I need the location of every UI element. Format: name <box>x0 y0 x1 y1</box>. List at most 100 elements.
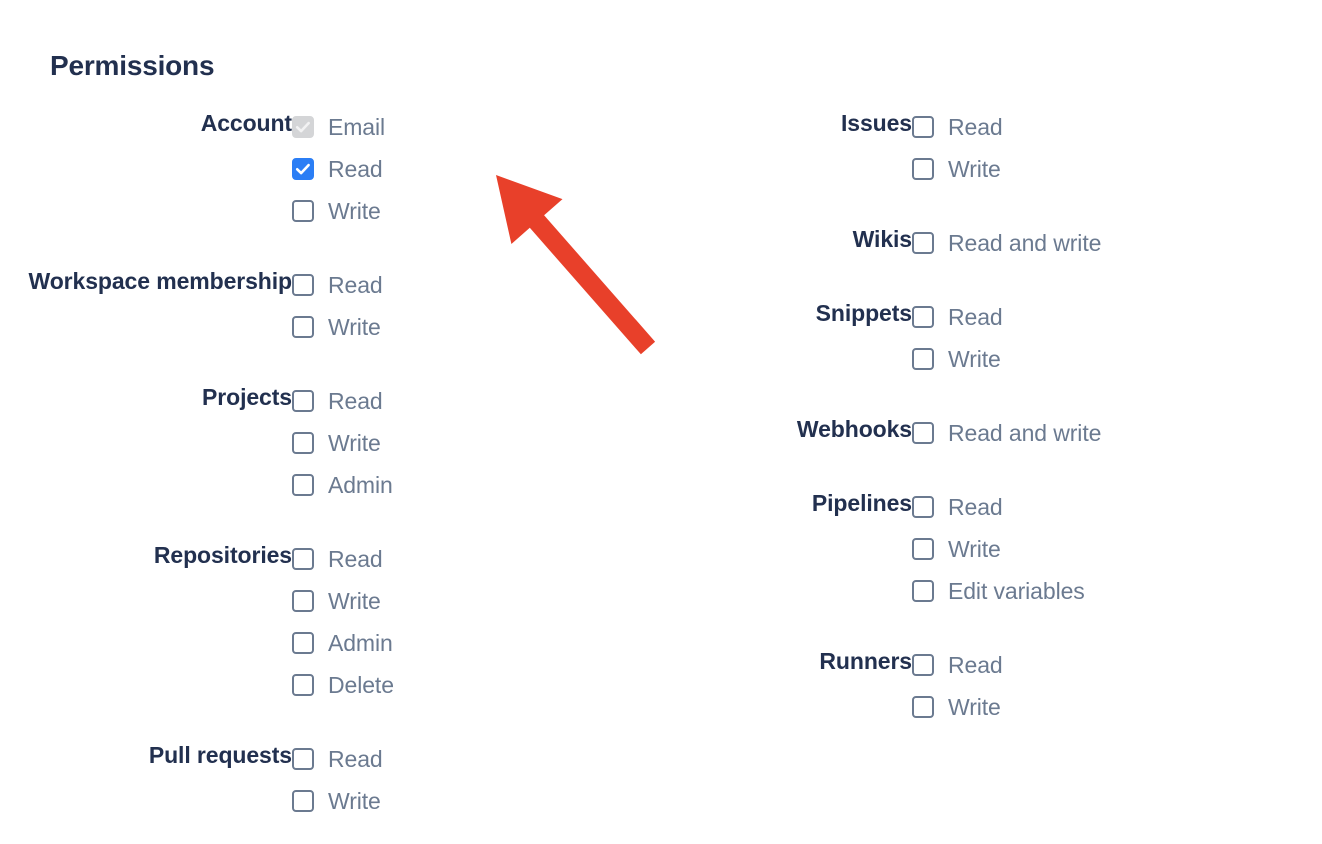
option-label-delete: Delete <box>328 671 394 698</box>
group-label-repositories: Repositories <box>153 542 292 568</box>
permission-option-pull-requests-read[interactable]: Read <box>292 738 383 780</box>
option-label-read: Read <box>328 271 383 298</box>
option-label-admin: Admin <box>328 629 393 656</box>
permission-option-issues-write[interactable]: Write <box>912 148 1003 190</box>
checkbox-wikis-read-and-write[interactable] <box>912 232 934 254</box>
permission-option-account-email[interactable]: Email <box>292 106 385 148</box>
option-list-webhooks: Read and write <box>912 412 1101 454</box>
page-title: Permissions <box>50 50 215 81</box>
option-label-write: Write <box>328 197 381 224</box>
permission-option-projects-admin[interactable]: Admin <box>292 464 393 506</box>
checkbox-pull-requests-read[interactable] <box>292 748 314 770</box>
permission-option-account-write[interactable]: Write <box>292 190 385 232</box>
checkbox-runners-write[interactable] <box>912 696 934 718</box>
checkbox-repositories-write[interactable] <box>292 590 314 612</box>
checkbox-workspace-membership-read[interactable] <box>292 274 314 296</box>
permission-option-account-read[interactable]: Read <box>292 148 385 190</box>
checkbox-account-write[interactable] <box>292 200 314 222</box>
checkbox-projects-read[interactable] <box>292 390 314 412</box>
permission-option-projects-read[interactable]: Read <box>292 380 393 422</box>
permission-option-runners-write[interactable]: Write <box>912 686 1003 728</box>
permission-option-pull-requests-write[interactable]: Write <box>292 780 383 822</box>
permission-option-snippets-write[interactable]: Write <box>912 338 1003 380</box>
group-label-pipelines: Pipelines <box>811 490 912 516</box>
option-label-read: Read <box>948 651 1003 678</box>
permission-option-repositories-write[interactable]: Write <box>292 580 394 622</box>
option-label-read: Read <box>328 387 383 414</box>
checkbox-runners-read[interactable] <box>912 654 934 676</box>
option-list-wikis: Read and write <box>912 222 1101 264</box>
option-label-write: Write <box>948 693 1001 720</box>
checkbox-pipelines-read[interactable] <box>912 496 934 518</box>
permission-option-repositories-read[interactable]: Read <box>292 538 394 580</box>
checkbox-pull-requests-write[interactable] <box>292 790 314 812</box>
permission-option-webhooks-read-and-write[interactable]: Read and write <box>912 412 1101 454</box>
permission-option-repositories-delete[interactable]: Delete <box>292 664 394 706</box>
checkbox-pipelines-edit-variables[interactable] <box>912 580 934 602</box>
option-label-email: Email <box>328 113 386 140</box>
option-label-write: Write <box>328 429 381 456</box>
permission-option-projects-write[interactable]: Write <box>292 422 393 464</box>
permission-option-pipelines-write[interactable]: Write <box>912 528 1085 570</box>
option-label-edit-variables: Edit variables <box>948 577 1085 604</box>
option-label-write: Write <box>328 313 381 340</box>
checkbox-repositories-delete[interactable] <box>292 674 314 696</box>
checkbox-account-email <box>292 116 314 138</box>
group-label-issues: Issues <box>840 110 912 136</box>
checkbox-projects-admin[interactable] <box>292 474 314 496</box>
permission-option-pipelines-read[interactable]: Read <box>912 486 1085 528</box>
checkbox-pipelines-write[interactable] <box>912 538 934 560</box>
option-label-write: Write <box>948 535 1001 562</box>
permission-option-issues-read[interactable]: Read <box>912 106 1003 148</box>
option-label-write: Write <box>328 587 381 614</box>
checkbox-repositories-read[interactable] <box>292 548 314 570</box>
checkbox-issues-write[interactable] <box>912 158 934 180</box>
option-label-write: Write <box>328 787 381 814</box>
checkbox-snippets-read[interactable] <box>912 306 934 328</box>
option-label-write: Write <box>948 345 1001 372</box>
option-label-admin: Admin <box>328 471 393 498</box>
permission-option-wikis-read-and-write[interactable]: Read and write <box>912 222 1101 264</box>
option-label-read-and-write: Read and write <box>948 419 1102 446</box>
checkbox-webhooks-read-and-write[interactable] <box>912 422 934 444</box>
permission-option-pipelines-edit-variables[interactable]: Edit variables <box>912 570 1085 612</box>
checkbox-repositories-admin[interactable] <box>292 632 314 654</box>
checkbox-snippets-write[interactable] <box>912 348 934 370</box>
group-label-wikis: Wikis <box>852 226 912 252</box>
group-label-account: Account <box>200 110 292 136</box>
option-label-read: Read <box>328 745 383 772</box>
group-label-snippets: Snippets <box>815 300 912 326</box>
group-label-workspace-membership: Workspace membership <box>28 268 293 294</box>
checkbox-issues-read[interactable] <box>912 116 934 138</box>
group-label-projects: Projects <box>202 384 292 410</box>
group-label-runners: Runners <box>819 648 912 674</box>
option-label-read-and-write: Read and write <box>948 229 1102 256</box>
option-label-read: Read <box>328 545 383 572</box>
group-label-pull-requests: Pull requests <box>148 742 292 768</box>
checkbox-projects-write[interactable] <box>292 432 314 454</box>
checkbox-account-read[interactable] <box>292 158 314 180</box>
permission-option-workspace-membership-read[interactable]: Read <box>292 264 383 306</box>
option-label-read: Read <box>328 155 383 182</box>
permission-option-workspace-membership-write[interactable]: Write <box>292 306 383 348</box>
permission-option-snippets-read[interactable]: Read <box>912 296 1003 338</box>
checkbox-workspace-membership-write[interactable] <box>292 316 314 338</box>
permission-option-runners-read[interactable]: Read <box>912 644 1003 686</box>
permission-option-repositories-admin[interactable]: Admin <box>292 622 394 664</box>
